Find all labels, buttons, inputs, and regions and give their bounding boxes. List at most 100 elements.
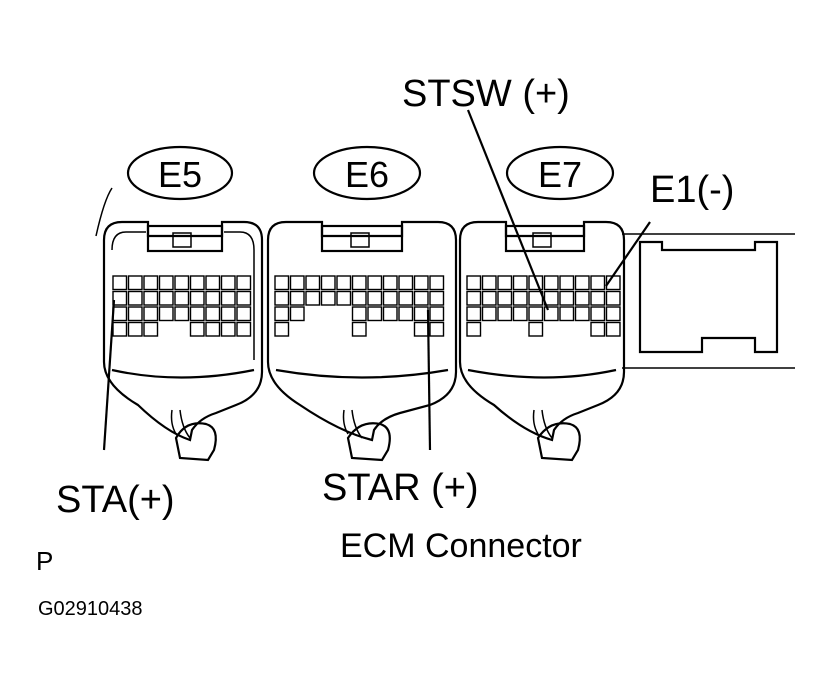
connector-pin [590, 321, 606, 337]
connector-pin [367, 275, 383, 291]
connector-pin [236, 275, 252, 291]
connector-pin [497, 290, 513, 306]
label-sta: STA(+) [56, 479, 175, 521]
label-stsw: STSW (+) [402, 73, 570, 115]
connector-pin [143, 290, 159, 306]
connector-pin [351, 321, 367, 337]
connector-pin [189, 321, 205, 337]
connector-e5 [95, 187, 264, 462]
connector-e7 [458, 220, 626, 462]
connector-pin [112, 290, 128, 306]
connector-pin-grids [112, 275, 621, 337]
connector-pin [158, 306, 174, 322]
connector-pin [590, 306, 606, 322]
connector-pin [398, 306, 414, 322]
connector-pin [429, 290, 445, 306]
connector-pin [236, 306, 252, 322]
connector-pin [543, 290, 559, 306]
connector-pin [574, 306, 590, 322]
connector-pin [543, 306, 559, 322]
leader-star [426, 309, 432, 451]
connector-pin [220, 321, 236, 337]
connector-pin [367, 306, 383, 322]
connector-pin [590, 275, 606, 291]
connector-label-e5: E5 [126, 145, 234, 201]
svg-text:E7: E7 [538, 154, 582, 195]
connector-pin [305, 290, 321, 306]
connector-pin [289, 290, 305, 306]
connector-pin [127, 306, 143, 322]
connector-pin [289, 306, 305, 322]
connector-pin [398, 275, 414, 291]
connector-pin [336, 290, 352, 306]
connector-pin [189, 290, 205, 306]
connector-pin [574, 275, 590, 291]
connector-pin [605, 321, 621, 337]
connector-pin [143, 275, 159, 291]
connector-pin [174, 275, 190, 291]
connector-pin [236, 321, 252, 337]
connector-pin [512, 275, 528, 291]
connector-pin [112, 321, 128, 337]
connector-pin [590, 290, 606, 306]
connector-pin [127, 290, 143, 306]
connector-pin [382, 290, 398, 306]
figure-code: G02910438 [38, 598, 143, 620]
connector-pin [466, 275, 482, 291]
connector-pin [336, 275, 352, 291]
connector-pin [143, 306, 159, 322]
leader-stsw [466, 109, 550, 311]
leader-e1 [605, 221, 651, 287]
connector-pin [127, 321, 143, 337]
connector-pin [559, 290, 575, 306]
connector-pin [127, 275, 143, 291]
connector-pin [413, 321, 429, 337]
connector-pin [112, 275, 128, 291]
connector-pin [413, 306, 429, 322]
connector-pin [351, 275, 367, 291]
label-e1: E1(-) [650, 169, 734, 211]
connector-pin [274, 306, 290, 322]
corner-mark: P [36, 546, 53, 576]
connector-pin [605, 290, 621, 306]
connector-pin [112, 306, 128, 322]
connector-pin [205, 306, 221, 322]
connector-pin [158, 290, 174, 306]
connector-pin [205, 321, 221, 337]
connector-pin [189, 306, 205, 322]
connector-pin [174, 306, 190, 322]
svg-text:E6: E6 [345, 154, 389, 195]
leader-lines [102, 109, 651, 451]
diagram-caption: ECM Connector [340, 527, 582, 565]
connector-pin [559, 306, 575, 322]
connector-pin [351, 306, 367, 322]
connector-pin [497, 275, 513, 291]
connector-pin [236, 290, 252, 306]
adjacent-connector-housing [622, 233, 795, 369]
connector-pin [398, 290, 414, 306]
connector-pin [512, 306, 528, 322]
connector-pin [367, 290, 383, 306]
connector-pin [481, 306, 497, 322]
connector-pin [429, 275, 445, 291]
connector-pin [205, 275, 221, 291]
connector-pin [466, 306, 482, 322]
connector-pin [289, 275, 305, 291]
connector-pin [274, 275, 290, 291]
leader-sta [102, 299, 116, 451]
connector-pin [143, 321, 159, 337]
svg-text:E5: E5 [158, 154, 202, 195]
connector-pin [274, 290, 290, 306]
connector-pin [220, 306, 236, 322]
connector-pin [528, 321, 544, 337]
connector-pin [189, 275, 205, 291]
connector-pin [481, 290, 497, 306]
connector-pin [481, 275, 497, 291]
connector-pin [220, 275, 236, 291]
connector-pin [174, 290, 190, 306]
connector-pin [274, 321, 290, 337]
connector-pin [320, 290, 336, 306]
connector-pin [466, 321, 482, 337]
connector-pin [413, 275, 429, 291]
